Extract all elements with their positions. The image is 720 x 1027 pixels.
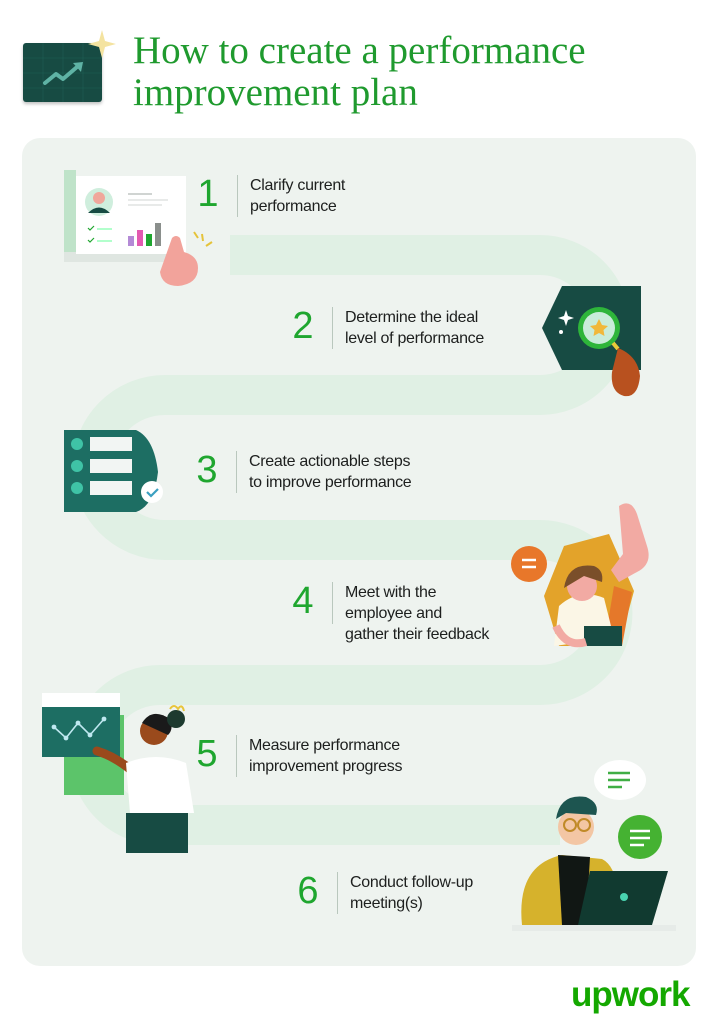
step-number: 2 (292, 305, 314, 347)
page-title: How to create a performance improvement … (133, 30, 693, 114)
waving-employee-icon (504, 496, 674, 666)
step-number: 1 (197, 173, 219, 215)
divider (332, 582, 333, 624)
title-line-2: improvement plan (133, 71, 418, 114)
step-number: 4 (292, 580, 314, 622)
title-line-1: How to create a performance (133, 29, 586, 72)
divider (236, 735, 237, 777)
trending-up-chart-icon (23, 43, 102, 102)
divider (332, 307, 333, 349)
divider (337, 872, 338, 914)
checklist-icon (62, 428, 182, 518)
step-number: 3 (196, 449, 218, 491)
divider (236, 451, 237, 493)
magnifier-star-icon (542, 286, 662, 406)
step-number: 6 (297, 870, 319, 912)
performance-report-icon (62, 168, 222, 288)
upwork-logo: upwork (571, 975, 690, 1014)
step-number: 5 (196, 733, 218, 775)
laptop-meeting-icon (512, 755, 692, 935)
divider (237, 175, 238, 217)
sparkle-icon (86, 28, 118, 65)
chart-presenter-icon (42, 693, 212, 858)
